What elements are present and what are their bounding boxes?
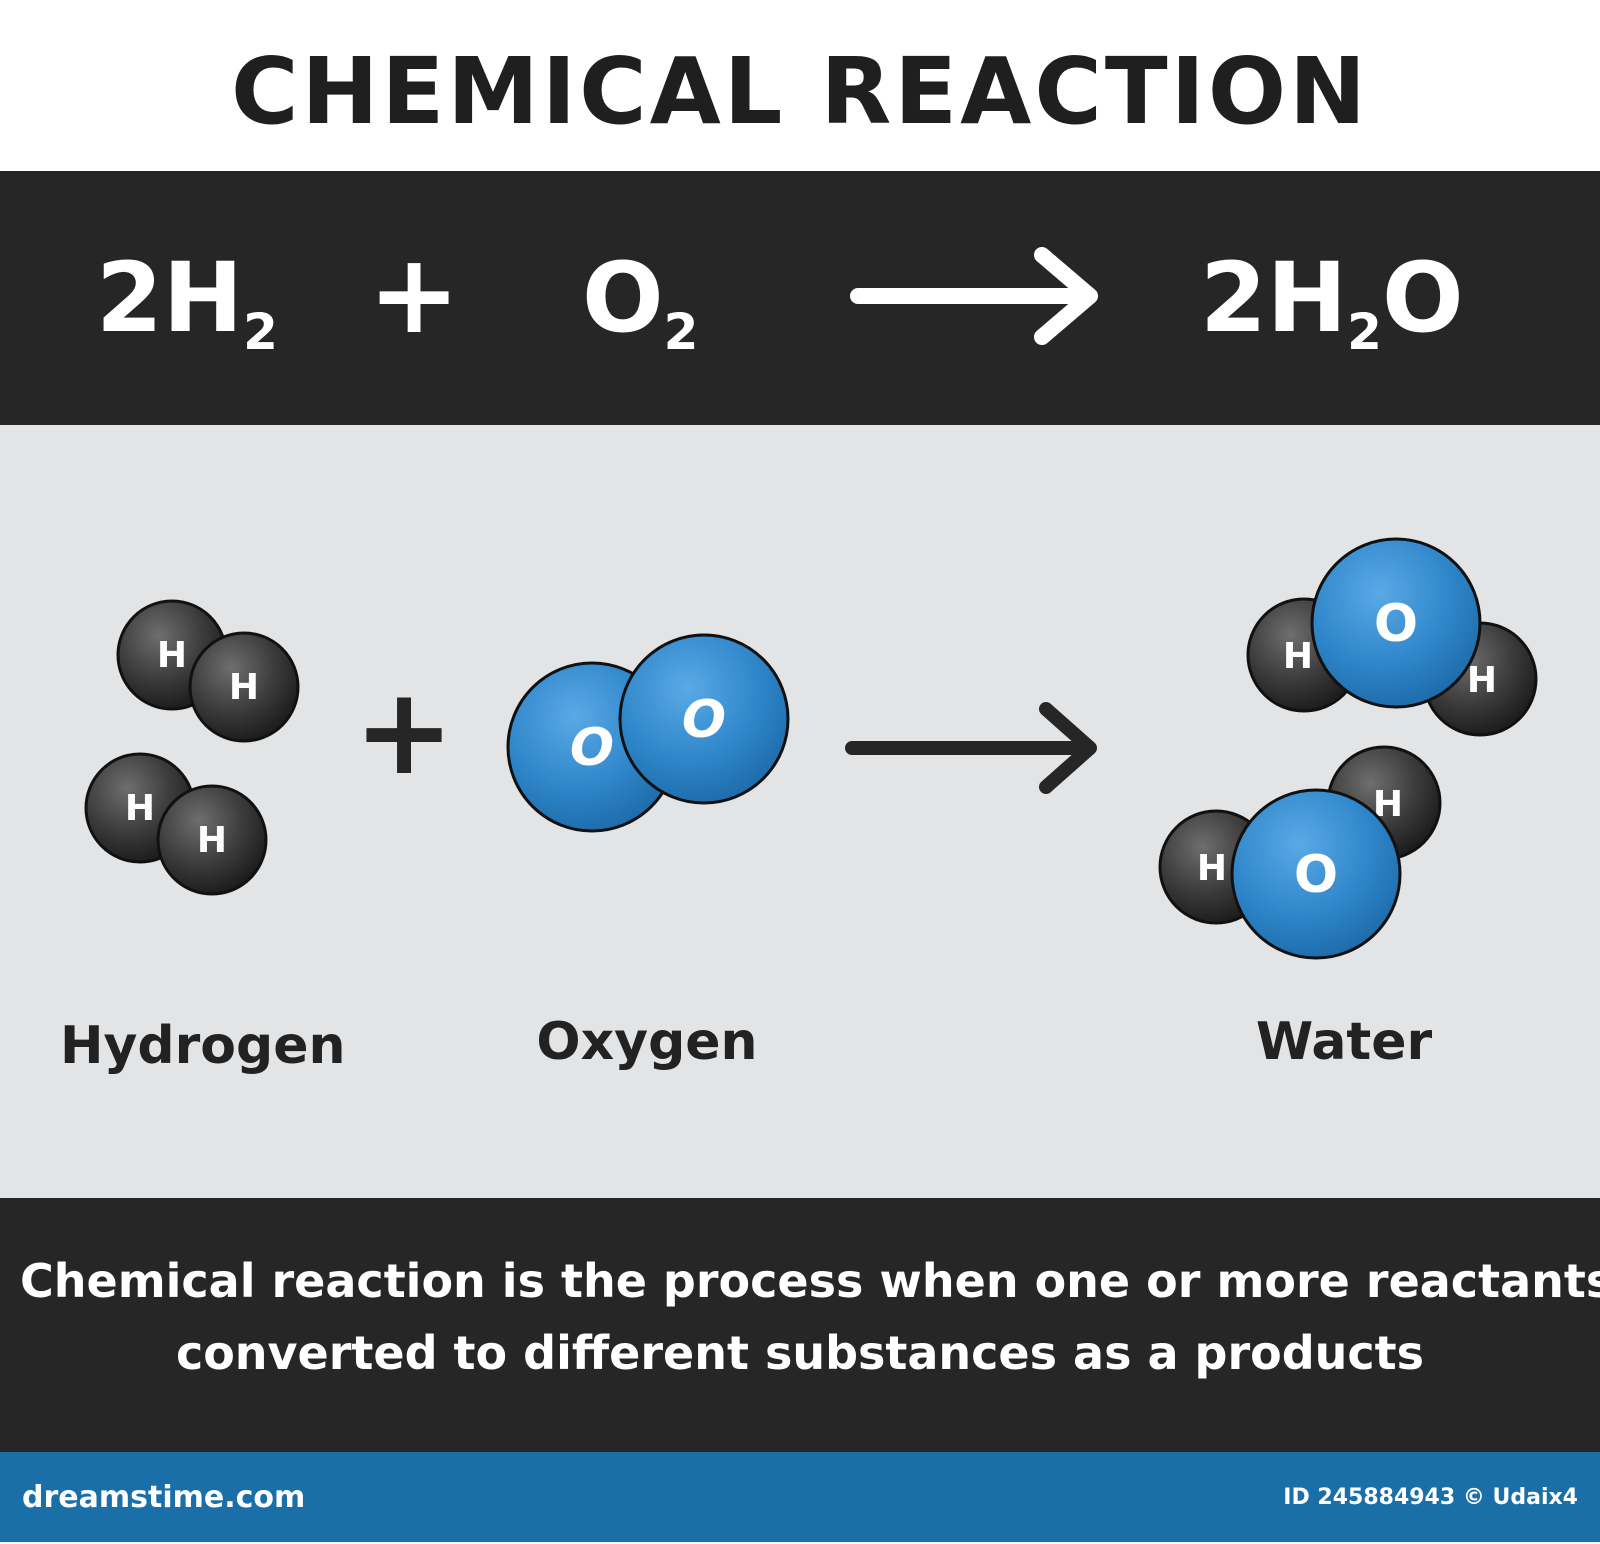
reaction-arrow-icon [845, 702, 1097, 794]
diagram-plus-sign: + [354, 663, 455, 802]
oxygen-molecule: O O [506, 633, 790, 833]
hydrogen-molecule-1: H H [116, 599, 300, 743]
atom-label: O [682, 690, 726, 750]
reactant-hydrogen-formula: 2H2 [96, 242, 278, 361]
footer-bar: dreamstime.com ID 245884943 © Udaix4 [0, 1452, 1600, 1542]
atom-label: O [1374, 594, 1418, 654]
hydrogen-label: Hydrogen [60, 1016, 346, 1076]
footer-site-link[interactable]: dreamstime.com [22, 1480, 306, 1515]
atom-label: H [125, 788, 155, 829]
hydrogen-molecule-2: H H [84, 752, 268, 896]
description-line-1: Chemical reaction is the process when on… [20, 1254, 1600, 1308]
hydrogen-atom [156, 784, 268, 896]
oxygen-atom [618, 633, 790, 805]
description-band: Chemical reaction is the process when on… [0, 1198, 1600, 1452]
product-water-formula: 2H2O [1200, 242, 1464, 361]
molecule-diagram: H H H H + O O H H O H H O [84, 537, 1538, 960]
atom-label: O [570, 718, 614, 778]
page-title: CHEMICAL REACTION [230, 38, 1370, 145]
water-label: Water [1255, 1012, 1433, 1072]
water-molecule-2: H H O [1158, 745, 1442, 960]
hydrogen-atom [188, 631, 300, 743]
water-molecule-1: H H O [1246, 537, 1538, 737]
atom-label: O [1294, 845, 1338, 905]
description-line-2: converted to different substances as a p… [175, 1326, 1425, 1380]
atom-label: H [1197, 848, 1227, 889]
atom-label: H [1467, 660, 1497, 701]
atom-label: H [157, 635, 187, 676]
equation-band: 2H2 + O2 2H2O [0, 171, 1600, 425]
atom-label: H [229, 667, 259, 708]
oxygen-label: Oxygen [536, 1012, 758, 1072]
atom-label: H [197, 820, 227, 861]
equation-plus-sign: + [368, 230, 461, 358]
atom-label: H [1283, 636, 1313, 677]
reactant-oxygen-formula: O2 [582, 242, 699, 361]
footer-credit: ID 245884943 © Udaix4 [1283, 1485, 1578, 1510]
oxygen-atom [1310, 537, 1482, 709]
equation-arrow-icon [850, 247, 1098, 345]
oxygen-atom [1230, 788, 1402, 960]
